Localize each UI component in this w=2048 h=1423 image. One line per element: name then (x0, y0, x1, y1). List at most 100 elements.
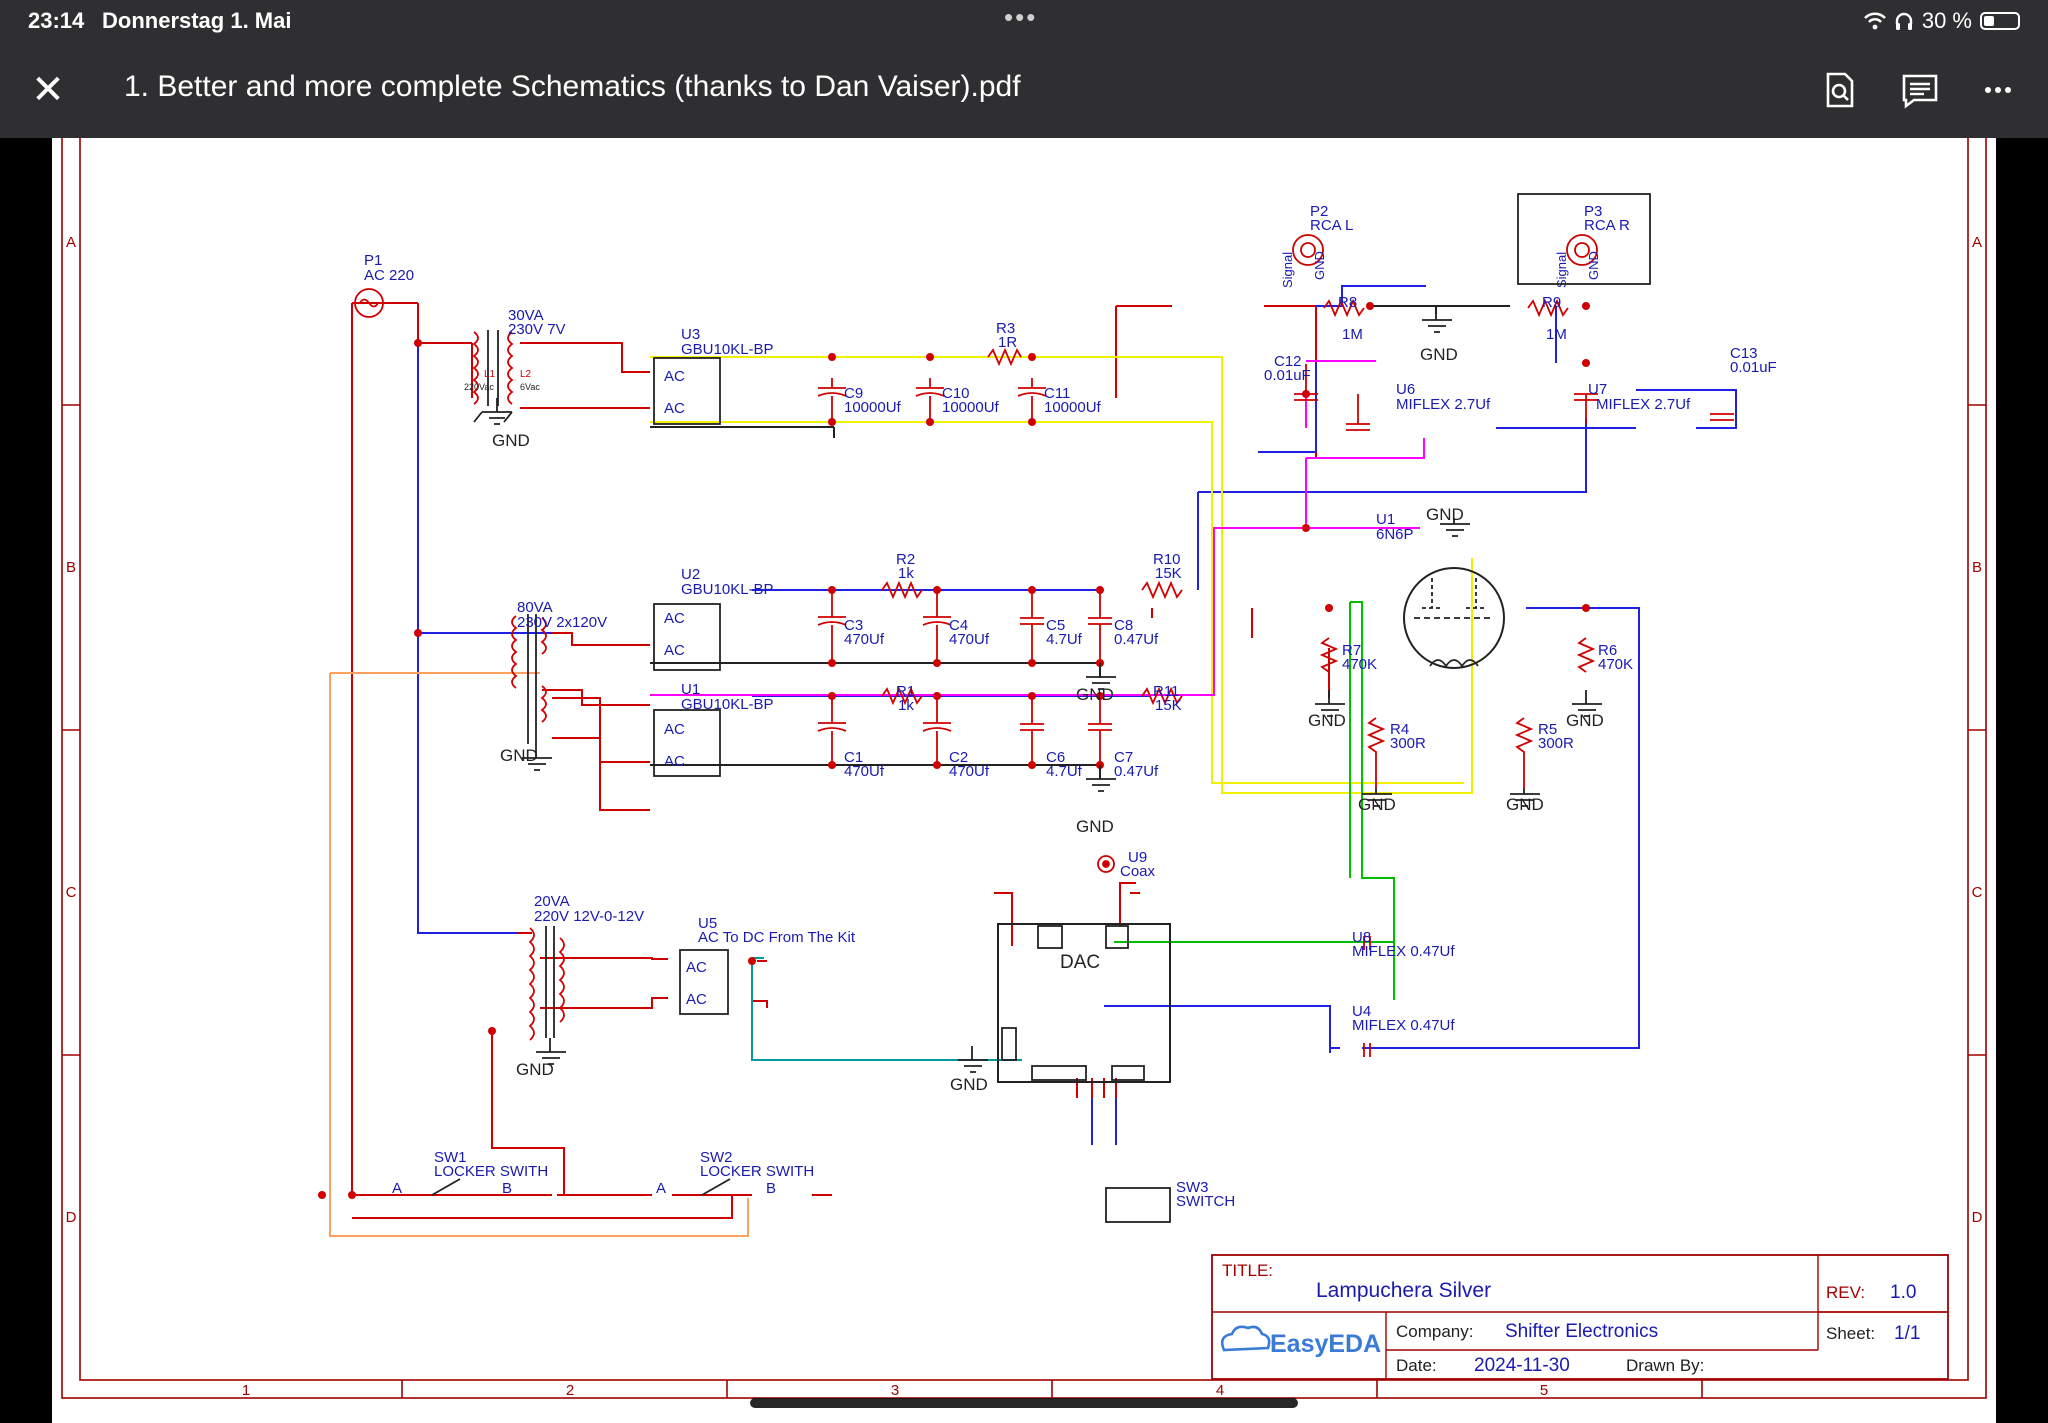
row-label-d-right: D (1972, 1209, 1983, 1226)
row-label-c-right: C (1972, 884, 1983, 901)
label-r10a: R10 (1153, 551, 1181, 568)
label-r6a: R6 (1598, 642, 1617, 659)
label-c10b: 10000Uf (942, 399, 1000, 416)
col-label-5: 5 (1540, 1382, 1548, 1399)
pdf-viewer[interactable]: A B C D A B C D 1 2 3 4 5 (0, 138, 2048, 1423)
row-label-b: B (66, 559, 76, 576)
label-r10b: 15K (1155, 565, 1182, 582)
label-r9b: 1M (1546, 326, 1567, 343)
label-sw1a: SW1 (434, 1149, 467, 1166)
label-c12b: 0.01uF (1264, 367, 1311, 384)
col-label-2: 2 (566, 1382, 574, 1399)
label-gnd4: GND (1076, 685, 1114, 704)
search-document-icon[interactable] (1818, 68, 1862, 112)
label-gnd13: GND (1426, 359, 1429, 361)
label-gnd8: GND (1308, 711, 1346, 730)
label-u9b: Coax (1120, 863, 1156, 880)
battery-percent: 30 % (1921, 8, 1972, 33)
multitasking-dots-icon[interactable]: ••• (1004, 2, 1038, 32)
label-sw3a: SW3 (1176, 1179, 1209, 1196)
label-sw1b: LOCKER SWITH (434, 1163, 548, 1180)
label-c6b: 4.7Uf (1046, 763, 1083, 780)
label-r11b: 15K (1155, 697, 1182, 714)
label-c11a: C11 (1044, 385, 1070, 402)
col-label-3: 3 (891, 1382, 899, 1399)
label-gnd14: GND (1426, 359, 1429, 361)
label-gndL: GND (1312, 251, 1327, 280)
label-r5a: R5 (1538, 721, 1557, 738)
label-u4b: MIFLEX 0.47Uf (1352, 1017, 1455, 1034)
status-date: Donnerstag 1. Mai (102, 8, 292, 33)
sheet-value: 1/1 (1894, 1323, 1920, 1344)
label-c12a: C12 (1274, 353, 1302, 370)
label-u9a: U9 (1128, 849, 1147, 866)
label-c13a: C13 (1730, 345, 1758, 362)
label-swB1: B (502, 1180, 512, 1197)
sheet-label: Sheet: (1826, 1324, 1875, 1343)
date-label: Date: (1396, 1356, 1437, 1375)
drawn-by-label: Drawn By: (1626, 1356, 1704, 1375)
col-label-1: 1 (242, 1382, 250, 1399)
label-r7a: R7 (1342, 642, 1361, 659)
label-u3b: GBU10KL-BP (681, 341, 774, 358)
label-c3a: C3 (844, 617, 863, 634)
resistor-r3 (987, 347, 1022, 367)
battery-icon (1980, 12, 2020, 30)
label-swA1: A (392, 1180, 402, 1197)
more-icon[interactable] (1976, 68, 2020, 112)
label-r2a: R2 (896, 551, 915, 568)
row-label-c: C (66, 884, 77, 901)
label-gnd3: GND (516, 1060, 554, 1079)
label-r1b: 1k (898, 697, 914, 714)
rev-value: 1.0 (1890, 1282, 1916, 1303)
label-c4a: C4 (949, 617, 968, 634)
label-gnd10: GND (1358, 795, 1396, 814)
label-r5b: 300R (1538, 735, 1574, 752)
label-v1a: U1 (1376, 511, 1395, 528)
label-r3a: R3 (996, 320, 1015, 337)
date-value: 2024-11-30 (1474, 1355, 1570, 1376)
label-ac3: AC (664, 610, 685, 627)
close-icon[interactable]: ✕ (31, 68, 65, 112)
label-t3b: 220V 12V-0-12V (534, 908, 644, 925)
label-u1a: U1 (681, 681, 700, 698)
label-ac6: AC (664, 753, 685, 770)
label-r11a: R11 (1153, 683, 1179, 700)
label-t1c: L1 (484, 369, 496, 380)
label-r7b: 470K (1342, 656, 1377, 673)
scroll-indicator[interactable] (750, 1398, 1298, 1408)
title-block: TITLE: Lampuchera Silver REV: 1.0 Compan… (1211, 1254, 1949, 1380)
label-c9a: C9 (844, 385, 863, 402)
label-gnd1: GND (492, 431, 530, 450)
company-value: Shifter Electronics (1505, 1321, 1658, 1342)
label-c4b: 470Uf (949, 631, 990, 648)
label-c8a: C8 (1114, 617, 1133, 634)
label-c5b: 4.7Uf (1046, 631, 1083, 648)
label-t1e: L2 (520, 369, 532, 380)
label-t2a: 80VA (517, 599, 553, 616)
label-t1b: 230V 7V (508, 321, 566, 338)
label-swB2: B (766, 1180, 776, 1197)
label-u6b: MIFLEX 2.7Uf (1396, 396, 1491, 413)
label-r4b: 300R (1390, 735, 1426, 752)
viewer-toolbar: ✕ 1. Better and more complete Schematics… (0, 40, 2048, 138)
comment-icon[interactable] (1898, 68, 1942, 112)
label-p3a: P3 (1584, 203, 1602, 220)
schematic-title: Lampuchera Silver (1316, 1279, 1491, 1302)
label-ac4: AC (664, 642, 685, 659)
label-c9b: 10000Uf (844, 399, 902, 416)
label-c13b: 0.01uF (1730, 359, 1777, 376)
label-u4a: U4 (1352, 1003, 1371, 1020)
label-u8a: U8 (1352, 929, 1371, 946)
label-c5a: C5 (1046, 617, 1065, 634)
status-indicators: 30 % (1863, 8, 2020, 34)
label-swA2: A (656, 1180, 666, 1197)
label-gnd11: GND (1506, 795, 1544, 814)
label-t2b: 230V 2x120V (517, 614, 607, 631)
label-t1d: 220Vac (464, 382, 494, 392)
label-c6a: C6 (1046, 749, 1065, 766)
label-gnd2: GND (500, 746, 538, 765)
label-u5a: U5 (698, 915, 717, 932)
label-sigR: Signal (1554, 252, 1569, 288)
